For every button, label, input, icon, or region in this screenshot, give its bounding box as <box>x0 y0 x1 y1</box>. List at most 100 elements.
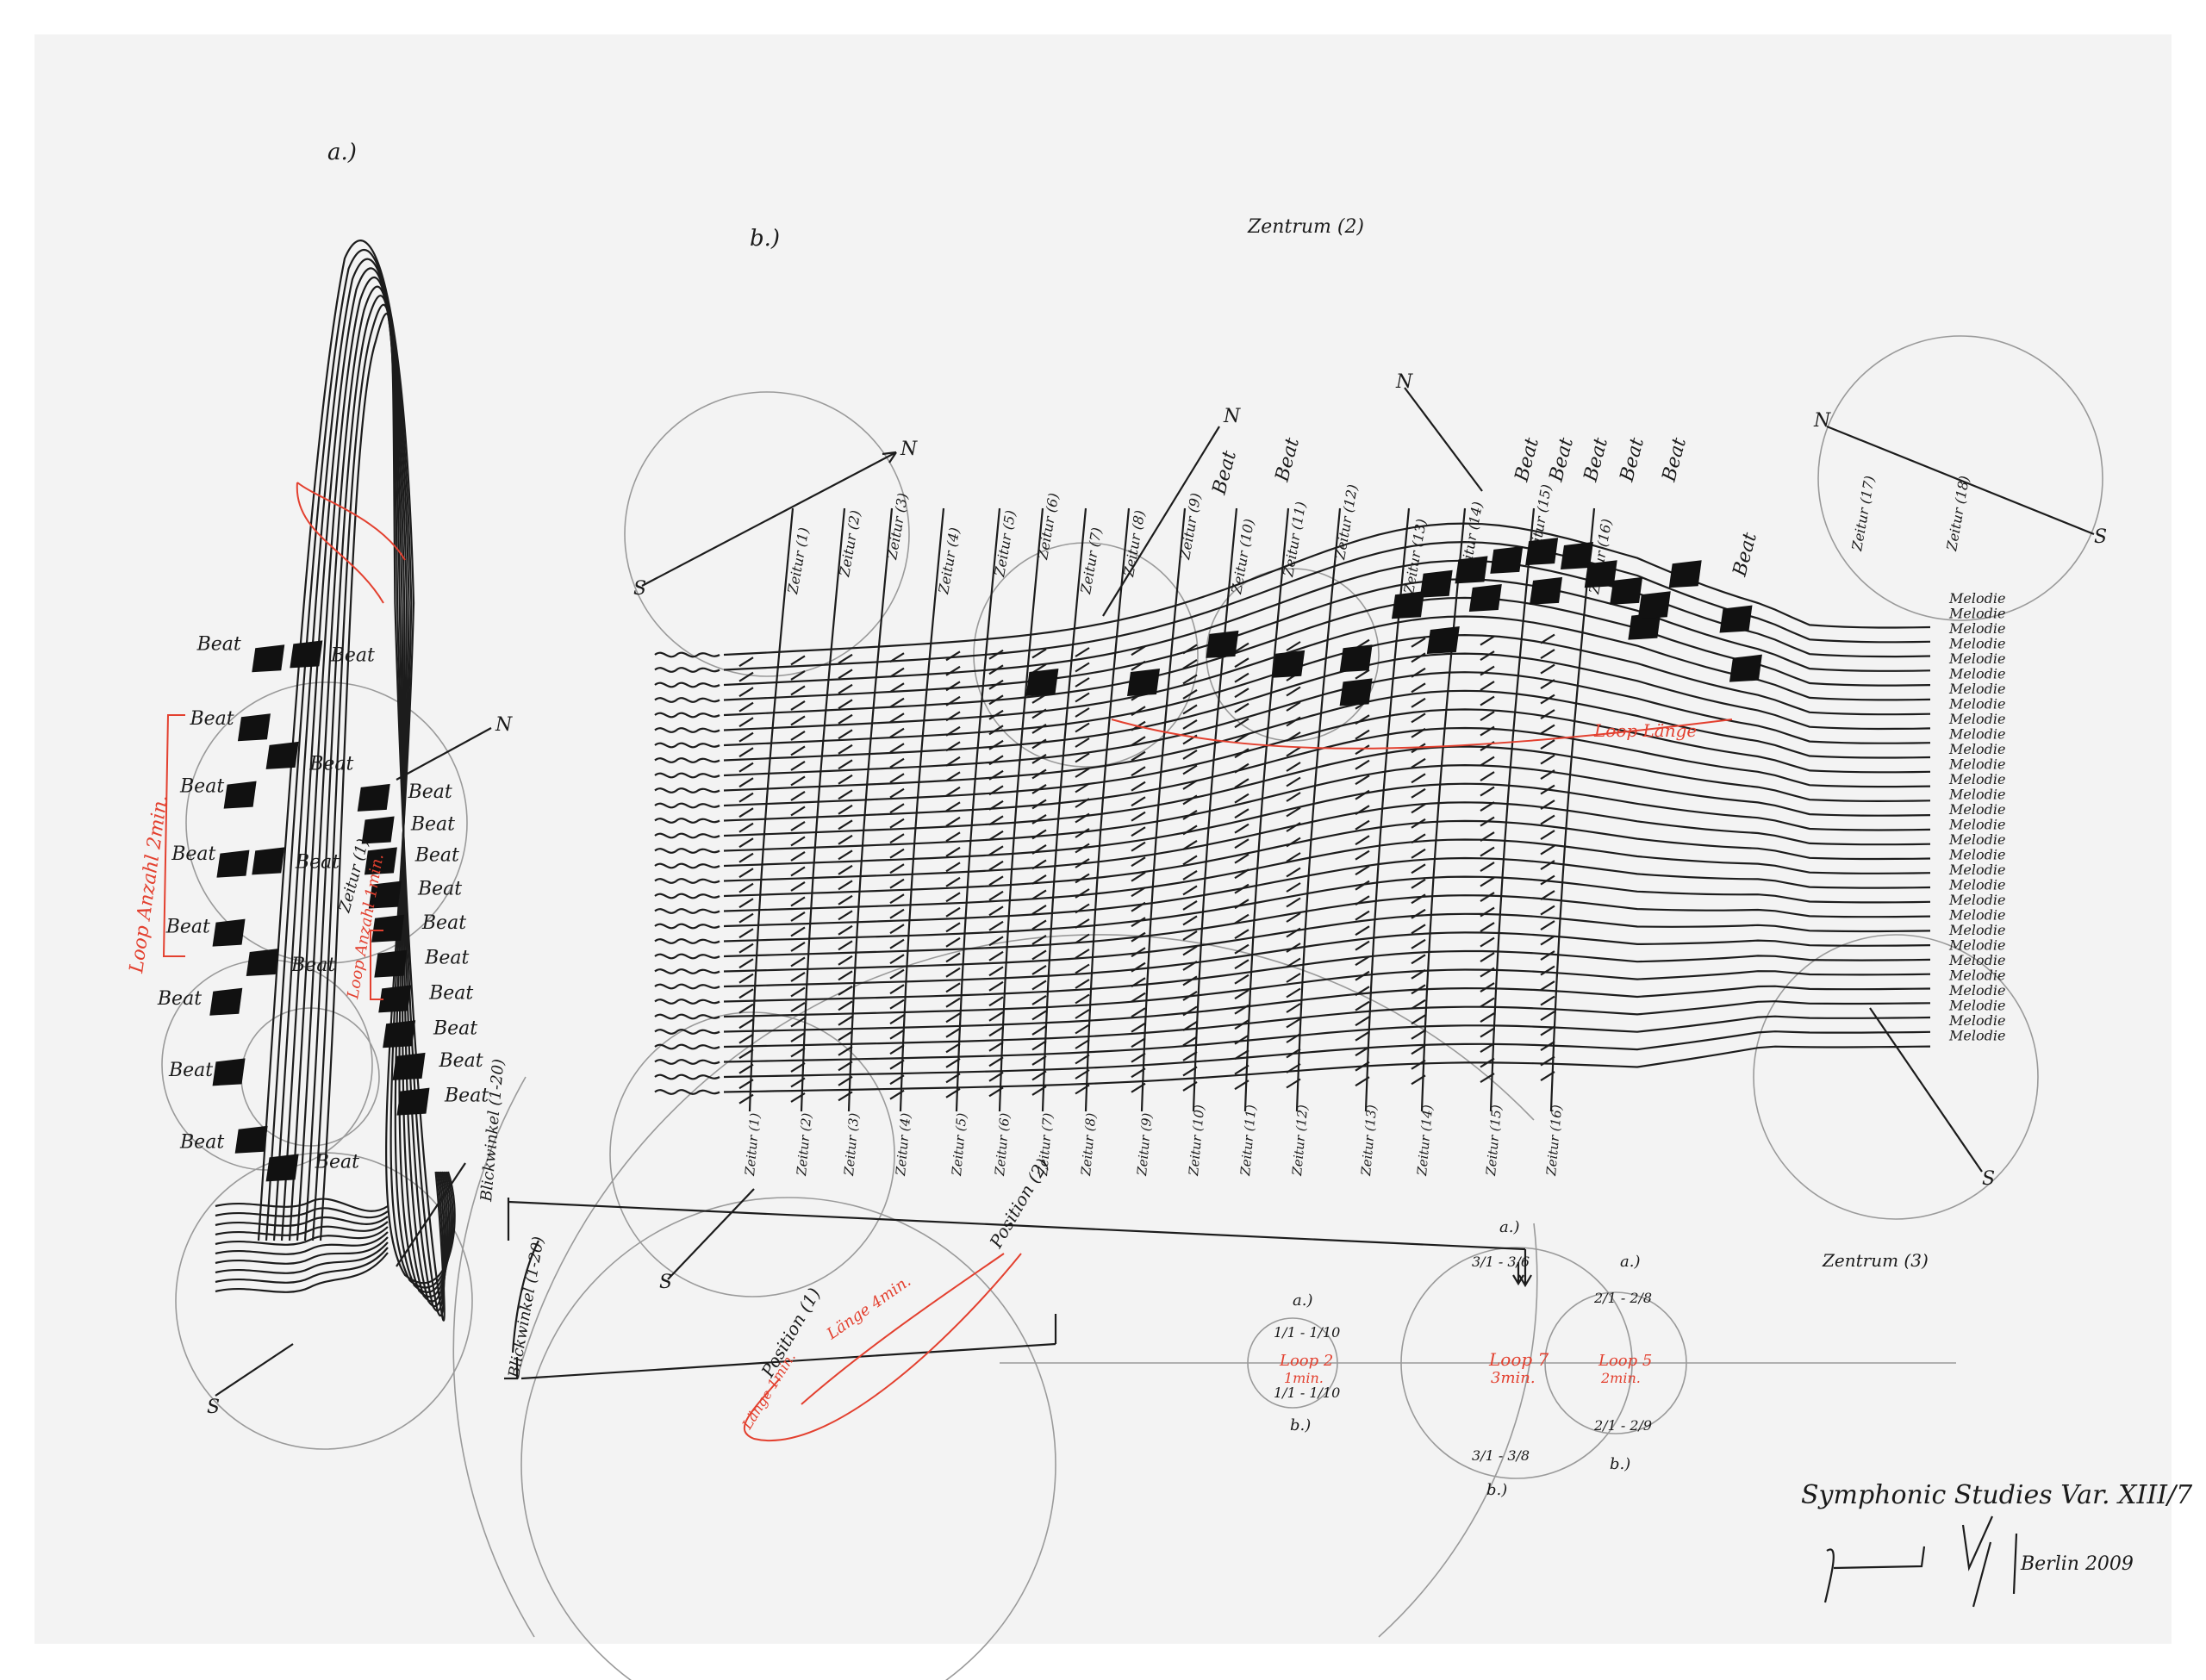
hatch-mark <box>1355 865 1370 876</box>
hatch-mark <box>1411 924 1426 935</box>
hatch-mark <box>1234 672 1249 683</box>
hatch-mark <box>1411 938 1426 949</box>
hatch-mark <box>1286 762 1301 772</box>
melodie-label: Melodie <box>1948 787 2005 803</box>
hatch-mark <box>988 1011 1004 1022</box>
hatch-mark <box>1182 704 1198 715</box>
hatch-mark <box>838 849 853 861</box>
hatch-mark <box>1031 1024 1047 1036</box>
hatch-mark <box>1182 644 1198 655</box>
hatch-mark <box>988 769 1004 781</box>
hatch-mark <box>988 1071 1004 1082</box>
hatch-mark <box>889 727 905 738</box>
hatch-mark <box>1234 883 1249 894</box>
hatch-mark <box>1540 920 1555 931</box>
hatch-mark <box>945 665 961 676</box>
hatch-mark <box>945 1073 961 1084</box>
beat-block <box>246 948 279 976</box>
wave-line <box>723 894 1931 958</box>
loop-curve <box>303 295 446 1312</box>
hatch-mark <box>1480 1057 1495 1068</box>
hatch-mark <box>1182 1050 1198 1061</box>
hatch-mark <box>838 1075 853 1086</box>
hatch-mark <box>1234 642 1249 653</box>
hatch-mark <box>790 685 806 696</box>
hatch-mark <box>1182 779 1198 790</box>
hatch-mark <box>1234 702 1249 713</box>
hatch-mark <box>1411 757 1426 768</box>
left-scribble <box>654 651 720 658</box>
hatch-mark <box>1075 662 1090 673</box>
hatch-mark <box>1355 714 1370 725</box>
hatch-mark <box>1031 1085 1047 1096</box>
hatch-mark <box>1480 936 1495 948</box>
hatch-mark <box>1234 989 1249 1000</box>
beat-label: Beat <box>315 1151 359 1173</box>
hatch-mark <box>1182 869 1198 880</box>
beat-block <box>1339 644 1373 673</box>
hatch-mark <box>1540 633 1555 644</box>
hatch-mark <box>988 649 1004 660</box>
hatch-mark <box>1540 679 1555 690</box>
column-stem <box>998 507 1044 1112</box>
hatch-mark <box>838 924 853 936</box>
hatch-mark <box>1540 965 1555 976</box>
hatch-mark <box>889 968 905 980</box>
hatch-mark <box>738 837 754 849</box>
hatch-mark <box>1540 1011 1555 1022</box>
hatch-mark <box>1075 963 1090 974</box>
hatch-mark <box>1411 833 1426 844</box>
hatch-mark <box>1182 1080 1198 1092</box>
loop-2-bottom: 1/1 - 1/10 <box>1274 1384 1340 1401</box>
hatch-mark <box>945 922 961 933</box>
hatch-mark <box>838 864 853 875</box>
hatch-mark <box>1286 641 1301 651</box>
hatch-mark <box>1355 759 1370 770</box>
hatch-mark <box>889 938 905 949</box>
beat-label: Beat <box>408 781 452 803</box>
hatch-mark <box>1234 838 1249 849</box>
hatch-mark <box>790 1061 806 1073</box>
hatch-mark <box>889 893 905 905</box>
hatch-mark <box>738 882 754 893</box>
hatch-mark <box>738 1079 754 1090</box>
hatch-mark <box>1234 974 1249 985</box>
hatch-mark <box>1182 1066 1198 1077</box>
beat-block <box>396 1087 430 1116</box>
left-scribble <box>654 832 720 839</box>
hatch-mark <box>838 1015 853 1026</box>
hatch-mark <box>1540 890 1555 901</box>
hatch-mark <box>838 834 853 845</box>
wave-line <box>723 838 1931 912</box>
column-stem <box>748 507 795 1112</box>
hatch-mark <box>988 966 1004 977</box>
hatch-mark <box>945 771 961 782</box>
hatch-mark <box>790 700 806 711</box>
hatch-mark <box>1286 1078 1301 1089</box>
beat-block <box>1206 630 1239 658</box>
left-scribble <box>654 742 720 749</box>
hatch-mark <box>1075 1054 1090 1065</box>
hatch-mark <box>838 955 853 966</box>
hatch-mark <box>945 756 961 767</box>
hatch-mark <box>1355 789 1370 800</box>
hatch-mark <box>1075 782 1090 793</box>
hatch-mark <box>1182 960 1198 971</box>
hatch-mark <box>988 875 1004 887</box>
hatch-mark <box>1075 949 1090 959</box>
hatch-mark <box>1031 859 1047 870</box>
hatch-mark <box>1234 793 1249 804</box>
hatch-mark <box>889 999 905 1010</box>
hatch-mark <box>1540 980 1555 992</box>
hatch-mark <box>1234 688 1249 699</box>
loop-2-duration: 1min. <box>1284 1370 1324 1386</box>
hatch-mark <box>988 709 1004 720</box>
melodie-label: Melodie <box>1948 590 2005 607</box>
hatch-mark <box>1234 868 1249 880</box>
hatch-mark <box>1540 754 1555 765</box>
hatch-mark <box>1131 947 1146 958</box>
hatch-mark <box>790 956 806 968</box>
hatch-mark <box>1480 997 1495 1008</box>
hatch-mark <box>1411 697 1426 708</box>
